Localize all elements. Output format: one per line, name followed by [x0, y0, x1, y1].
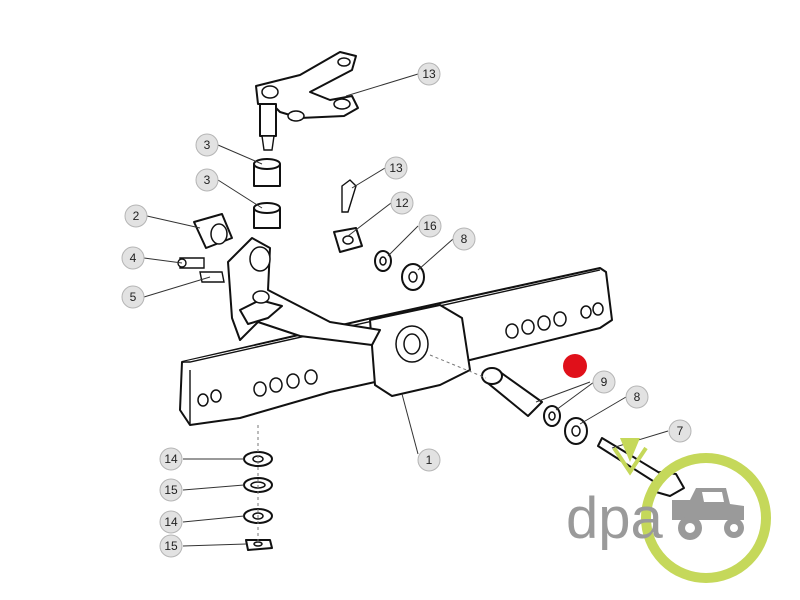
washer-8-lower — [564, 417, 588, 445]
bush-lower — [253, 202, 281, 229]
callout-label: 2 — [133, 209, 140, 223]
castle-nut — [333, 227, 363, 253]
callout-label: 15 — [164, 539, 178, 553]
callout-12[interactable]: 13 — [417, 62, 441, 86]
pin-axis-line — [429, 354, 487, 379]
grease-nipple — [177, 257, 205, 269]
callout-7[interactable]: 7 — [668, 419, 692, 443]
callout-1[interactable]: 1 — [417, 448, 441, 472]
callout-10[interactable]: 12 — [390, 191, 414, 215]
highlight-marker — [563, 354, 587, 378]
support-bracket — [227, 237, 381, 346]
callout-8-lower[interactable]: 8 — [625, 385, 649, 409]
callout-4[interactable]: 4 — [121, 246, 145, 270]
callout-11[interactable]: 13 — [384, 156, 408, 180]
logo-text: dpa — [566, 486, 664, 551]
callout-label: 12 — [395, 196, 409, 210]
callout-label: 3 — [204, 138, 211, 152]
leader-lines — [143, 73, 669, 547]
callout-label: 7 — [677, 424, 684, 438]
callout-15[interactable]: 15 — [159, 534, 183, 558]
callout-label: 1 — [426, 453, 433, 467]
callout-16[interactable]: 16 — [418, 214, 442, 238]
callout-label: 16 — [423, 219, 437, 233]
callout-13-upper[interactable]: 14 — [159, 447, 183, 471]
nut-15 — [245, 539, 273, 551]
callout-label: 3 — [204, 173, 211, 187]
callout-label: 15 — [164, 483, 178, 497]
callout-5[interactable]: 5 — [121, 285, 145, 309]
callout-label: 14 — [164, 452, 178, 466]
bush-upper — [253, 158, 281, 187]
logo-ring — [641, 453, 771, 583]
callout-13-lower[interactable]: 14 — [159, 510, 183, 534]
washer-16 — [374, 250, 392, 272]
callout-label: 8 — [634, 390, 641, 404]
wheat-icon-lines — [612, 446, 648, 476]
callout-2[interactable]: 2 — [124, 204, 148, 228]
callout-label: 5 — [130, 290, 137, 304]
callout-3-upper[interactable]: 3 — [195, 133, 219, 157]
callout-label: 4 — [130, 251, 137, 265]
callout-14[interactable]: 15 — [159, 478, 183, 502]
callout-label: 13 — [389, 161, 403, 175]
callout-3-lower[interactable]: 3 — [195, 168, 219, 192]
callout-label: 13 — [422, 67, 436, 81]
dpa-logo: dpa — [566, 438, 771, 583]
front-axle-beam — [179, 267, 613, 426]
fitting — [199, 271, 225, 283]
sleeve-bush — [193, 213, 233, 249]
split-pin — [341, 179, 357, 213]
callout-9[interactable]: 9 — [592, 370, 616, 394]
callout-label: 8 — [461, 232, 468, 246]
callout-label: 9 — [601, 375, 608, 389]
pivot-pin — [481, 367, 543, 417]
washer-9 — [543, 405, 561, 427]
wheat-icon — [620, 438, 640, 462]
callout-label: 14 — [164, 515, 178, 529]
tractor-icon — [672, 488, 744, 540]
callout-8-upper[interactable]: 8 — [452, 227, 476, 251]
washer-8-upper — [401, 263, 425, 291]
steering-arm — [255, 51, 359, 151]
